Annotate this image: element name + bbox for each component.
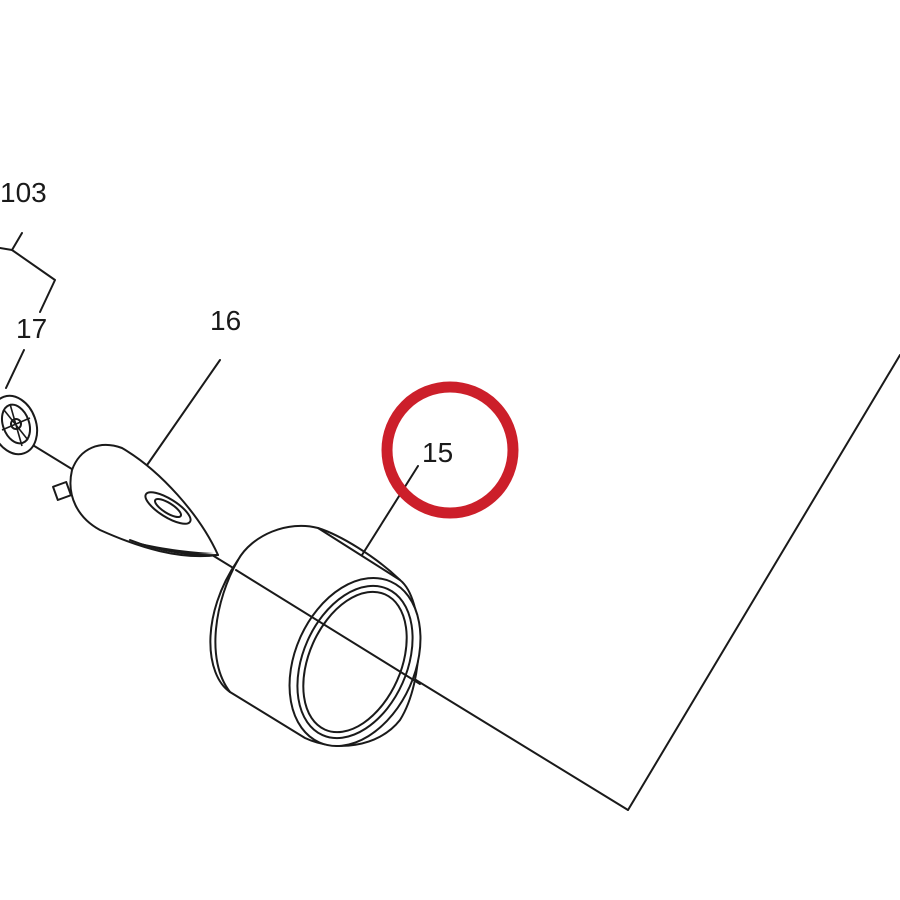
part-16-nozzle[interactable] xyxy=(52,444,219,558)
sleeve-back-edge xyxy=(214,559,239,693)
sleeve-front-outer-rim xyxy=(288,576,422,748)
hub-spokes xyxy=(1,403,31,447)
assembly-frame-right-line xyxy=(627,354,900,811)
part-label-17: 17 xyxy=(16,313,47,344)
sleeve-front-inner-rim xyxy=(296,584,414,740)
assembly-outline xyxy=(0,354,900,811)
sleeve-top-edge xyxy=(317,527,401,581)
part-label-16: 16 xyxy=(210,305,241,336)
part-15-sleeve[interactable] xyxy=(209,524,445,767)
callout-16[interactable]: 16 xyxy=(144,305,241,469)
part-label-103: 103 xyxy=(0,177,47,208)
nozzle-slot-outer xyxy=(144,491,192,525)
nozzle-dark-band xyxy=(128,540,214,554)
callout-103[interactable]: 103 xyxy=(0,177,56,313)
nozzle-tab xyxy=(52,481,72,501)
hub-outer-ring xyxy=(0,394,39,456)
highlight-circle-15 xyxy=(381,381,519,519)
callout-15[interactable]: 15 xyxy=(361,437,453,556)
part-17-hub[interactable] xyxy=(0,389,45,460)
sleeve-front-bore xyxy=(302,590,408,734)
leader-line-15 xyxy=(361,465,419,556)
assembly-axis-through-sleeve xyxy=(235,569,421,685)
nozzle-slot-inner xyxy=(154,497,182,519)
nozzle-body xyxy=(69,444,219,558)
leader-line-103-left xyxy=(0,247,13,251)
hub-center xyxy=(10,418,22,430)
leader-line-17 xyxy=(5,349,25,389)
part-label-15: 15 xyxy=(422,437,453,468)
leader-line-16 xyxy=(144,359,221,469)
leader-line-103 xyxy=(11,232,56,313)
callout-17[interactable]: 17 xyxy=(5,313,47,389)
